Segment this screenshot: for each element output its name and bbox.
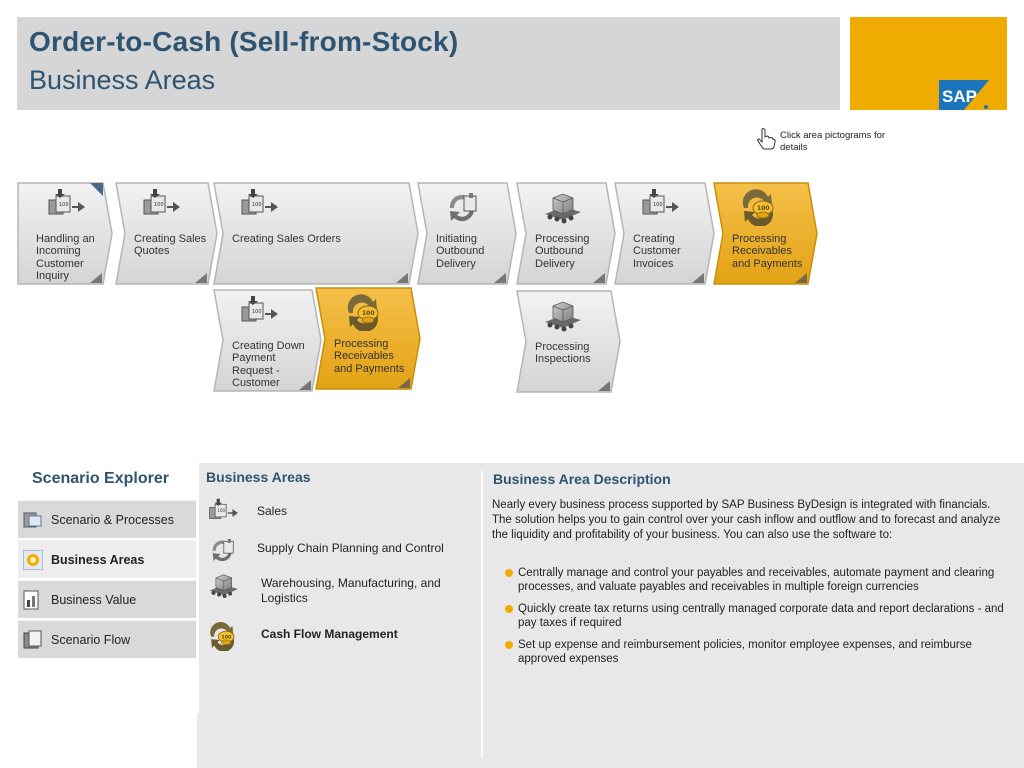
bullet-dot-icon bbox=[505, 569, 513, 577]
process-step-shape bbox=[115, 182, 218, 285]
description-title: Business Area Description bbox=[493, 471, 671, 487]
sales-icon[interactable] bbox=[238, 295, 280, 333]
process-step-label: Creating Customer Invoices bbox=[633, 233, 681, 270]
header-bar: Order-to-Cash (Sell-from-Stock) Business… bbox=[17, 17, 840, 110]
page-title: Order-to-Cash (Sell-from-Stock) bbox=[29, 26, 459, 57]
brand-panel bbox=[850, 17, 1007, 110]
description-bullet: Quickly create tax returns using central… bbox=[505, 602, 1010, 631]
process-step[interactable]: Processing Receivables and Payments bbox=[315, 287, 421, 390]
sap-logo: SAP bbox=[939, 80, 989, 110]
process-step-label: Processing Receivables and Payments bbox=[334, 338, 405, 375]
scenario-icon bbox=[23, 512, 42, 528]
process-step-label: Processing Outbound Delivery bbox=[535, 233, 590, 270]
warehouse-icon bbox=[205, 570, 241, 600]
page-subtitle: Business Areas bbox=[29, 65, 216, 95]
nav-item-business-value[interactable]: Business Value bbox=[18, 580, 196, 618]
supply-chain-icon bbox=[205, 535, 241, 565]
description-intro: Nearly every business process supported … bbox=[492, 499, 1001, 542]
process-step[interactable]: Initiating Outbound Delivery bbox=[417, 182, 517, 285]
panel-separator bbox=[481, 471, 483, 758]
process-step-label: Creating Down Payment Request - Customer bbox=[232, 340, 305, 390]
process-step-shape bbox=[17, 182, 113, 285]
nav-item-label: Business Areas bbox=[51, 553, 145, 567]
business-area-label: Sales bbox=[257, 504, 288, 518]
business-area-supply-chain[interactable]: Supply Chain Planning and Control bbox=[205, 535, 475, 569]
business-area-warehousing[interactable]: Warehousing, Manufacturing, and Logistic… bbox=[205, 570, 475, 605]
business-areas-icon bbox=[23, 550, 43, 570]
sales-icon[interactable] bbox=[639, 188, 681, 226]
process-step[interactable]: Processing Receivables and Payments bbox=[713, 182, 818, 285]
process-step-shape bbox=[713, 182, 818, 285]
nav-item-scenario-processes[interactable]: Scenario & Processes bbox=[18, 500, 196, 538]
process-step[interactable]: Creating Down Payment Request - Customer bbox=[213, 289, 322, 392]
process-step-shape bbox=[516, 182, 616, 285]
warehouse-icon[interactable] bbox=[541, 296, 583, 334]
business-area-label: Supply Chain Planning and Control bbox=[257, 541, 444, 555]
process-step-label: Initiating Outbound Delivery bbox=[436, 233, 485, 270]
scenario-flow-icon bbox=[23, 630, 42, 649]
process-step-label: Processing Inspections bbox=[535, 341, 591, 366]
process-step-label: Creating Sales Orders bbox=[232, 233, 341, 245]
nav-item-label: Scenario & Processes bbox=[51, 513, 174, 527]
supply-chain-icon[interactable] bbox=[442, 188, 484, 226]
sales-icon[interactable] bbox=[238, 188, 280, 226]
cash-flow-icon[interactable] bbox=[738, 188, 780, 226]
process-step[interactable]: Handling an Incoming Customer Inquiry bbox=[17, 182, 113, 285]
process-step[interactable]: Creating Sales Quotes bbox=[115, 182, 218, 285]
pointing-hand-icon bbox=[757, 128, 776, 150]
svg-text:SAP: SAP bbox=[942, 87, 977, 106]
description-bullets: Centrally manage and control your payabl… bbox=[505, 566, 1010, 673]
bullet-dot-icon bbox=[505, 604, 513, 613]
process-step[interactable]: Processing Inspections bbox=[516, 290, 621, 393]
cash-flow-icon[interactable] bbox=[343, 293, 385, 331]
process-step-label: Processing Receivables and Payments bbox=[732, 233, 803, 270]
process-step-shape bbox=[516, 290, 621, 393]
bullet-dot-icon bbox=[505, 640, 513, 649]
process-step[interactable]: Processing Outbound Delivery bbox=[516, 182, 616, 285]
nav-item-business-areas[interactable]: Business Areas bbox=[18, 540, 196, 578]
process-step[interactable]: Creating Sales Orders bbox=[213, 182, 419, 285]
process-step-label: Creating Sales Quotes bbox=[134, 233, 207, 258]
nav-item-scenario-flow[interactable]: Scenario Flow bbox=[18, 620, 196, 658]
business-area-cash-flow[interactable]: Cash Flow Management bbox=[205, 621, 475, 655]
process-step[interactable]: Creating Customer Invoices bbox=[614, 182, 715, 285]
content-panel bbox=[197, 463, 1024, 768]
warehouse-icon[interactable] bbox=[541, 188, 583, 226]
description-bullet: Set up expense and reimbursement policie… bbox=[505, 638, 1010, 667]
business-value-icon bbox=[23, 590, 39, 610]
cash-flow-icon bbox=[205, 621, 241, 651]
process-step-shape bbox=[417, 182, 517, 285]
process-step-shape bbox=[213, 289, 322, 392]
process-step-label: Handling an Incoming Customer Inquiry bbox=[36, 233, 95, 283]
process-step-shape bbox=[315, 287, 421, 390]
description-bullet: Centrally manage and control your payabl… bbox=[505, 566, 1010, 595]
business-area-label: Warehousing, Manufacturing, and Logistic… bbox=[261, 576, 441, 605]
business-area-sales[interactable]: Sales bbox=[205, 498, 475, 532]
sales-icon[interactable] bbox=[140, 188, 182, 226]
sales-icon bbox=[205, 498, 241, 528]
sales-icon[interactable] bbox=[45, 188, 87, 226]
nav-item-label: Business Value bbox=[51, 593, 137, 607]
process-step-shape bbox=[213, 182, 419, 285]
panel-divider bbox=[197, 463, 199, 713]
hint-text: Click area pictograms for details bbox=[780, 130, 886, 153]
process-step-shape bbox=[614, 182, 715, 285]
business-areas-title: Business Areas bbox=[206, 469, 311, 485]
scenario-explorer-title: Scenario Explorer bbox=[32, 470, 169, 487]
business-area-label: Cash Flow Management bbox=[261, 627, 398, 641]
nav-item-label: Scenario Flow bbox=[51, 633, 131, 647]
